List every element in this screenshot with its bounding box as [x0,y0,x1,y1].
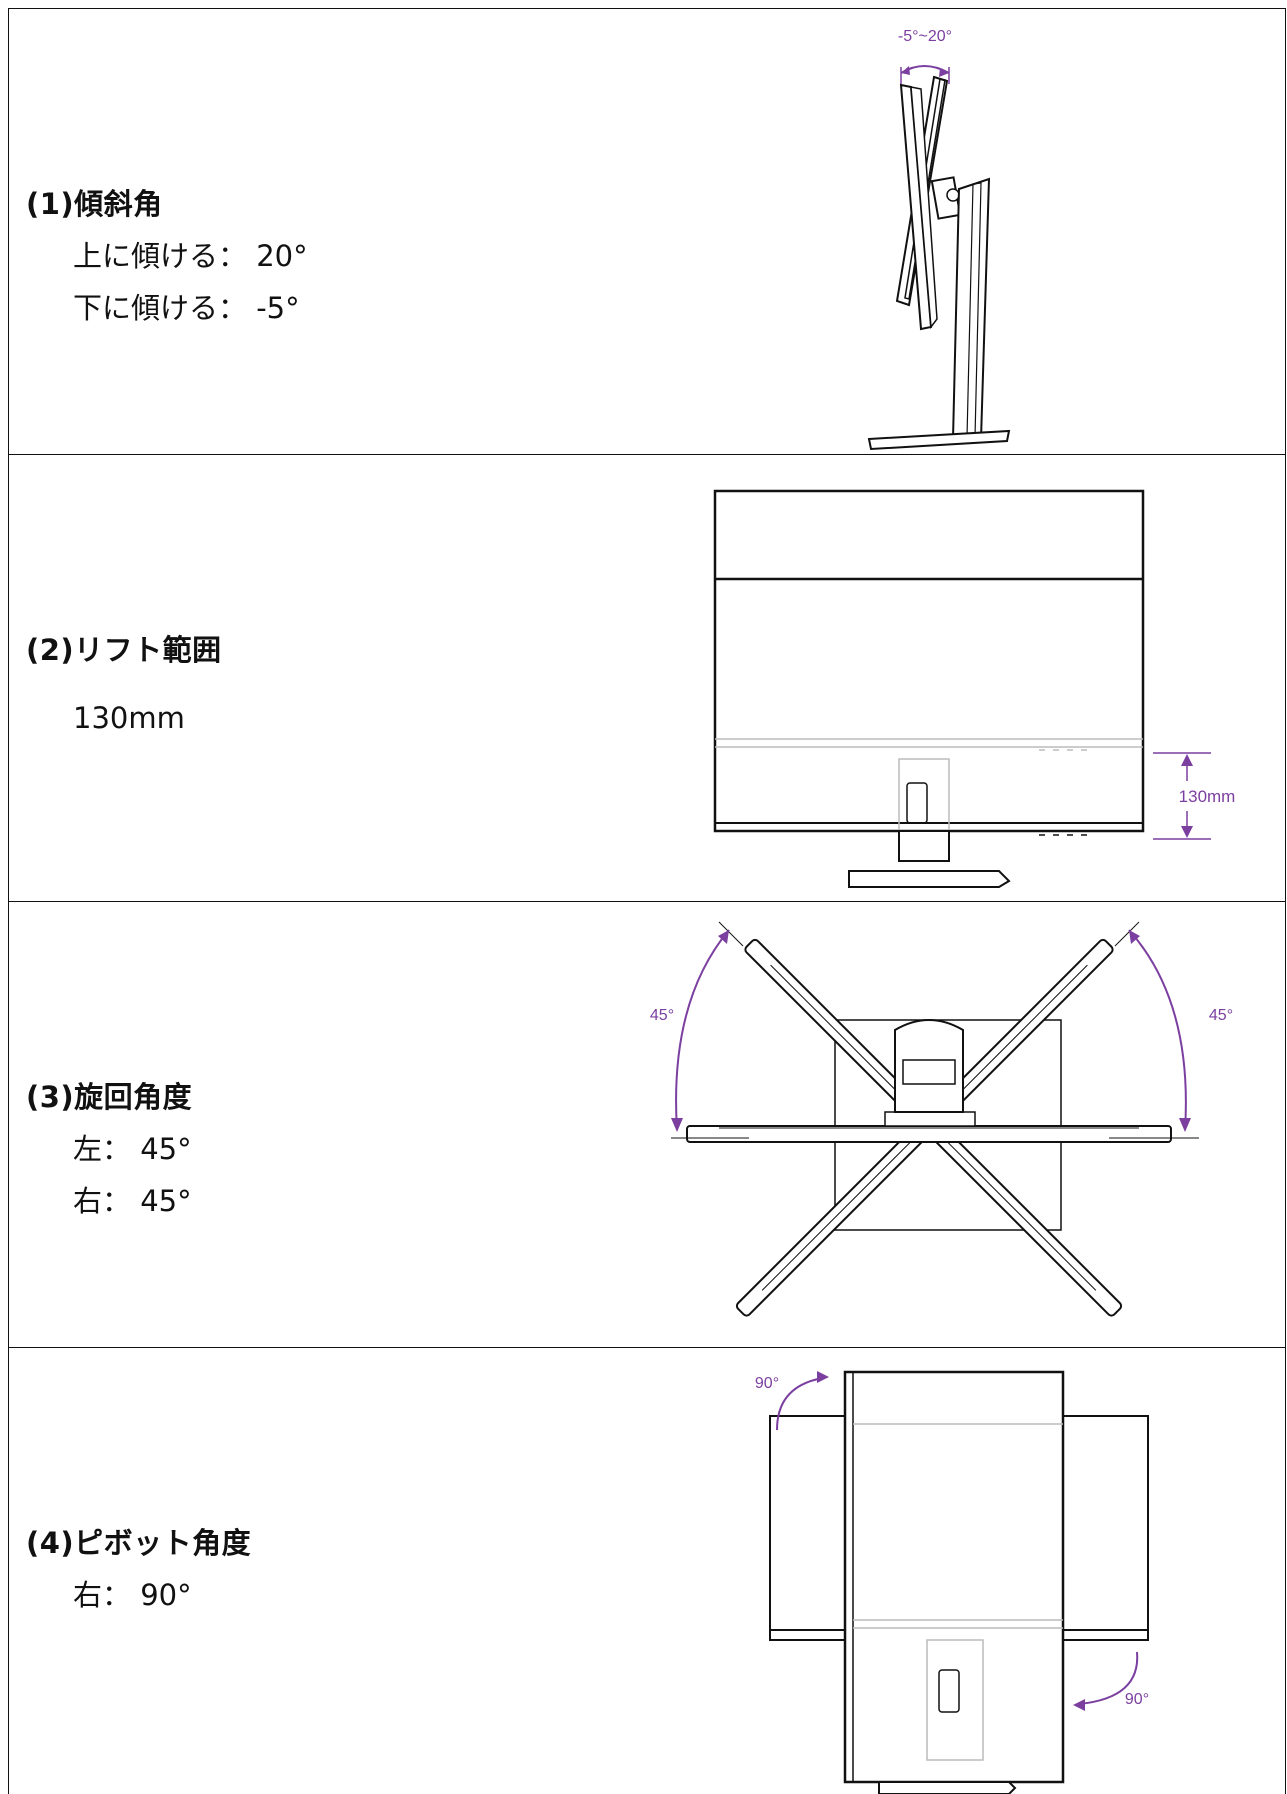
spec-line: 右： 90° [73,1578,192,1612]
section-title: (3)旋回角度 [26,1080,193,1114]
pivot-bottom-label: 90° [1125,1691,1149,1708]
section-swivel: (3)旋回角度 左： 45° 右： 45° 45° [8,902,1286,1348]
pivot-top-label: 90° [755,1375,779,1392]
spec-line: 下に傾ける： -5° [73,291,300,325]
spec-line: 左： 45° [73,1132,192,1166]
section-title: (1)傾斜角 [26,187,163,221]
swivel-right-label: 45° [1209,1007,1233,1024]
spec-line: 右： 45° [73,1184,192,1218]
lift-diagram: 130mm [713,489,1236,888]
spec-line: 130mm [73,701,185,735]
section-pivot: (4)ピボット角度 右： 90° 90° 90° [8,1348,1286,1794]
lift-dimension-label: 130mm [1179,787,1236,806]
section-title: (2)リフト範囲 [26,633,222,667]
spec-line: 上に傾ける： 20° [73,239,308,273]
tilt-diagram: -5°~20° [867,28,1011,451]
swivel-left-label: 45° [650,1007,674,1024]
swivel-diagram: 45° 45° [650,921,1233,1317]
section-lift: (2)リフト範囲 130mm 130mm [8,455,1286,902]
section-tilt: (1)傾斜角 上に傾ける： 20° 下に傾ける： -5° -5°~20° [8,8,1286,455]
tilt-angle-label: -5°~20° [898,28,952,45]
section-title: (4)ピボット角度 [26,1526,252,1560]
pivot-diagram: 90° 90° [755,1370,1149,1794]
